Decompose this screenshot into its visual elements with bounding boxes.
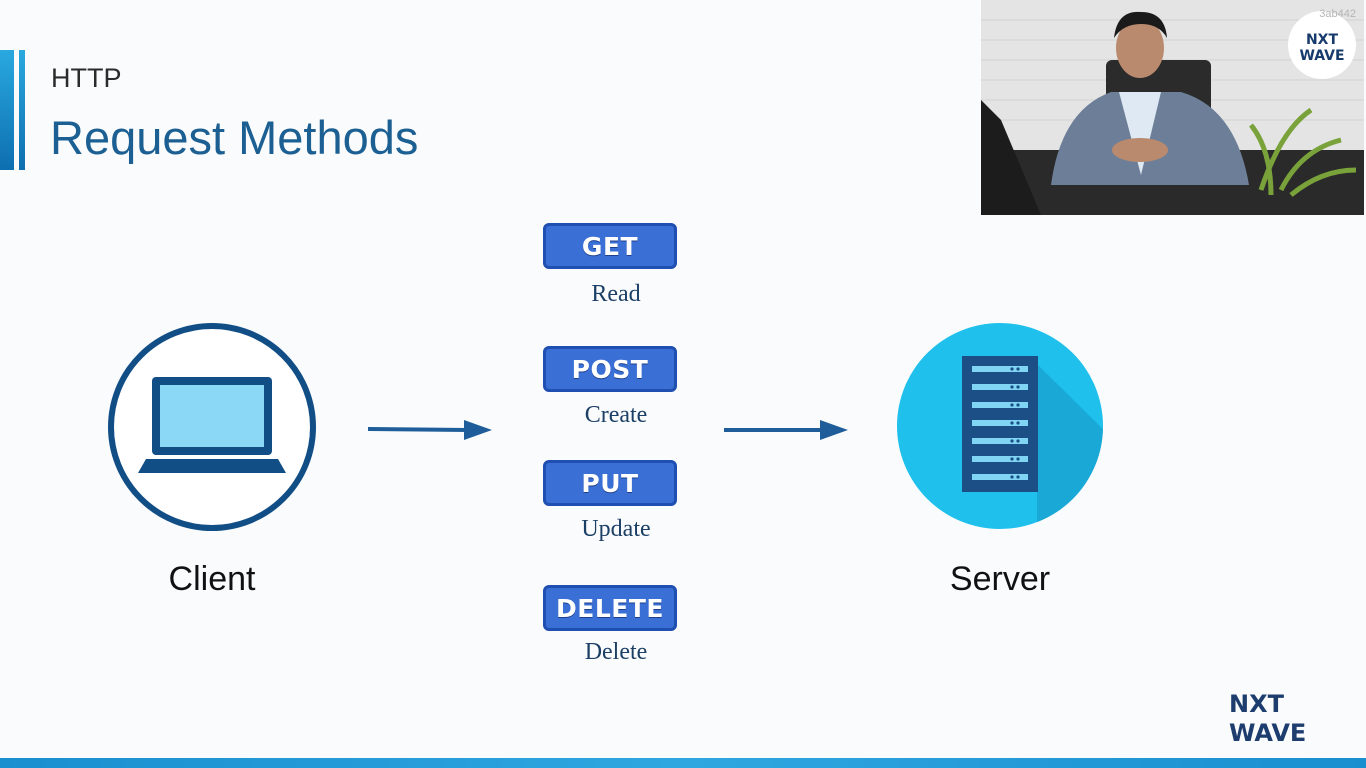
method-get-caption: Read — [591, 281, 641, 307]
server-rack-icon — [897, 323, 1103, 529]
method-delete-caption: Delete — [584, 639, 648, 665]
svg-text:NXT: NXT — [1229, 690, 1285, 718]
svg-text:WAVE: WAVE — [1299, 48, 1344, 64]
method-put-badge: PUT — [543, 460, 677, 506]
svg-text:NXT: NXT — [1306, 32, 1339, 48]
webcam-watermark: 3ab442 — [1319, 8, 1356, 20]
method-post-caption: Create — [584, 402, 648, 428]
slide-title: Request Methods — [50, 111, 419, 164]
arrow-right-icon — [368, 420, 492, 440]
method-delete-badge: DELETE — [543, 585, 677, 631]
bottom-accent-strip — [0, 758, 1366, 768]
client-laptop-icon — [108, 323, 316, 531]
arrow-right-icon — [724, 420, 848, 440]
presenter-webcam-video: NXT WAVE 3ab442 — [981, 0, 1364, 215]
server-label: Server — [949, 560, 1051, 598]
slide-subtitle: HTTP — [51, 63, 122, 93]
method-post-badge: POST — [543, 346, 677, 392]
nxtwave-logo: NXT WAVE — [1229, 690, 1306, 746]
method-get-badge: GET — [543, 223, 677, 269]
method-put-caption: Update — [581, 516, 651, 542]
title-accent-bar — [0, 50, 26, 170]
client-label: Client — [168, 560, 256, 598]
presenter-video-frame: NXT WAVE — [981, 0, 1364, 215]
svg-text:WAVE: WAVE — [1229, 719, 1306, 746]
